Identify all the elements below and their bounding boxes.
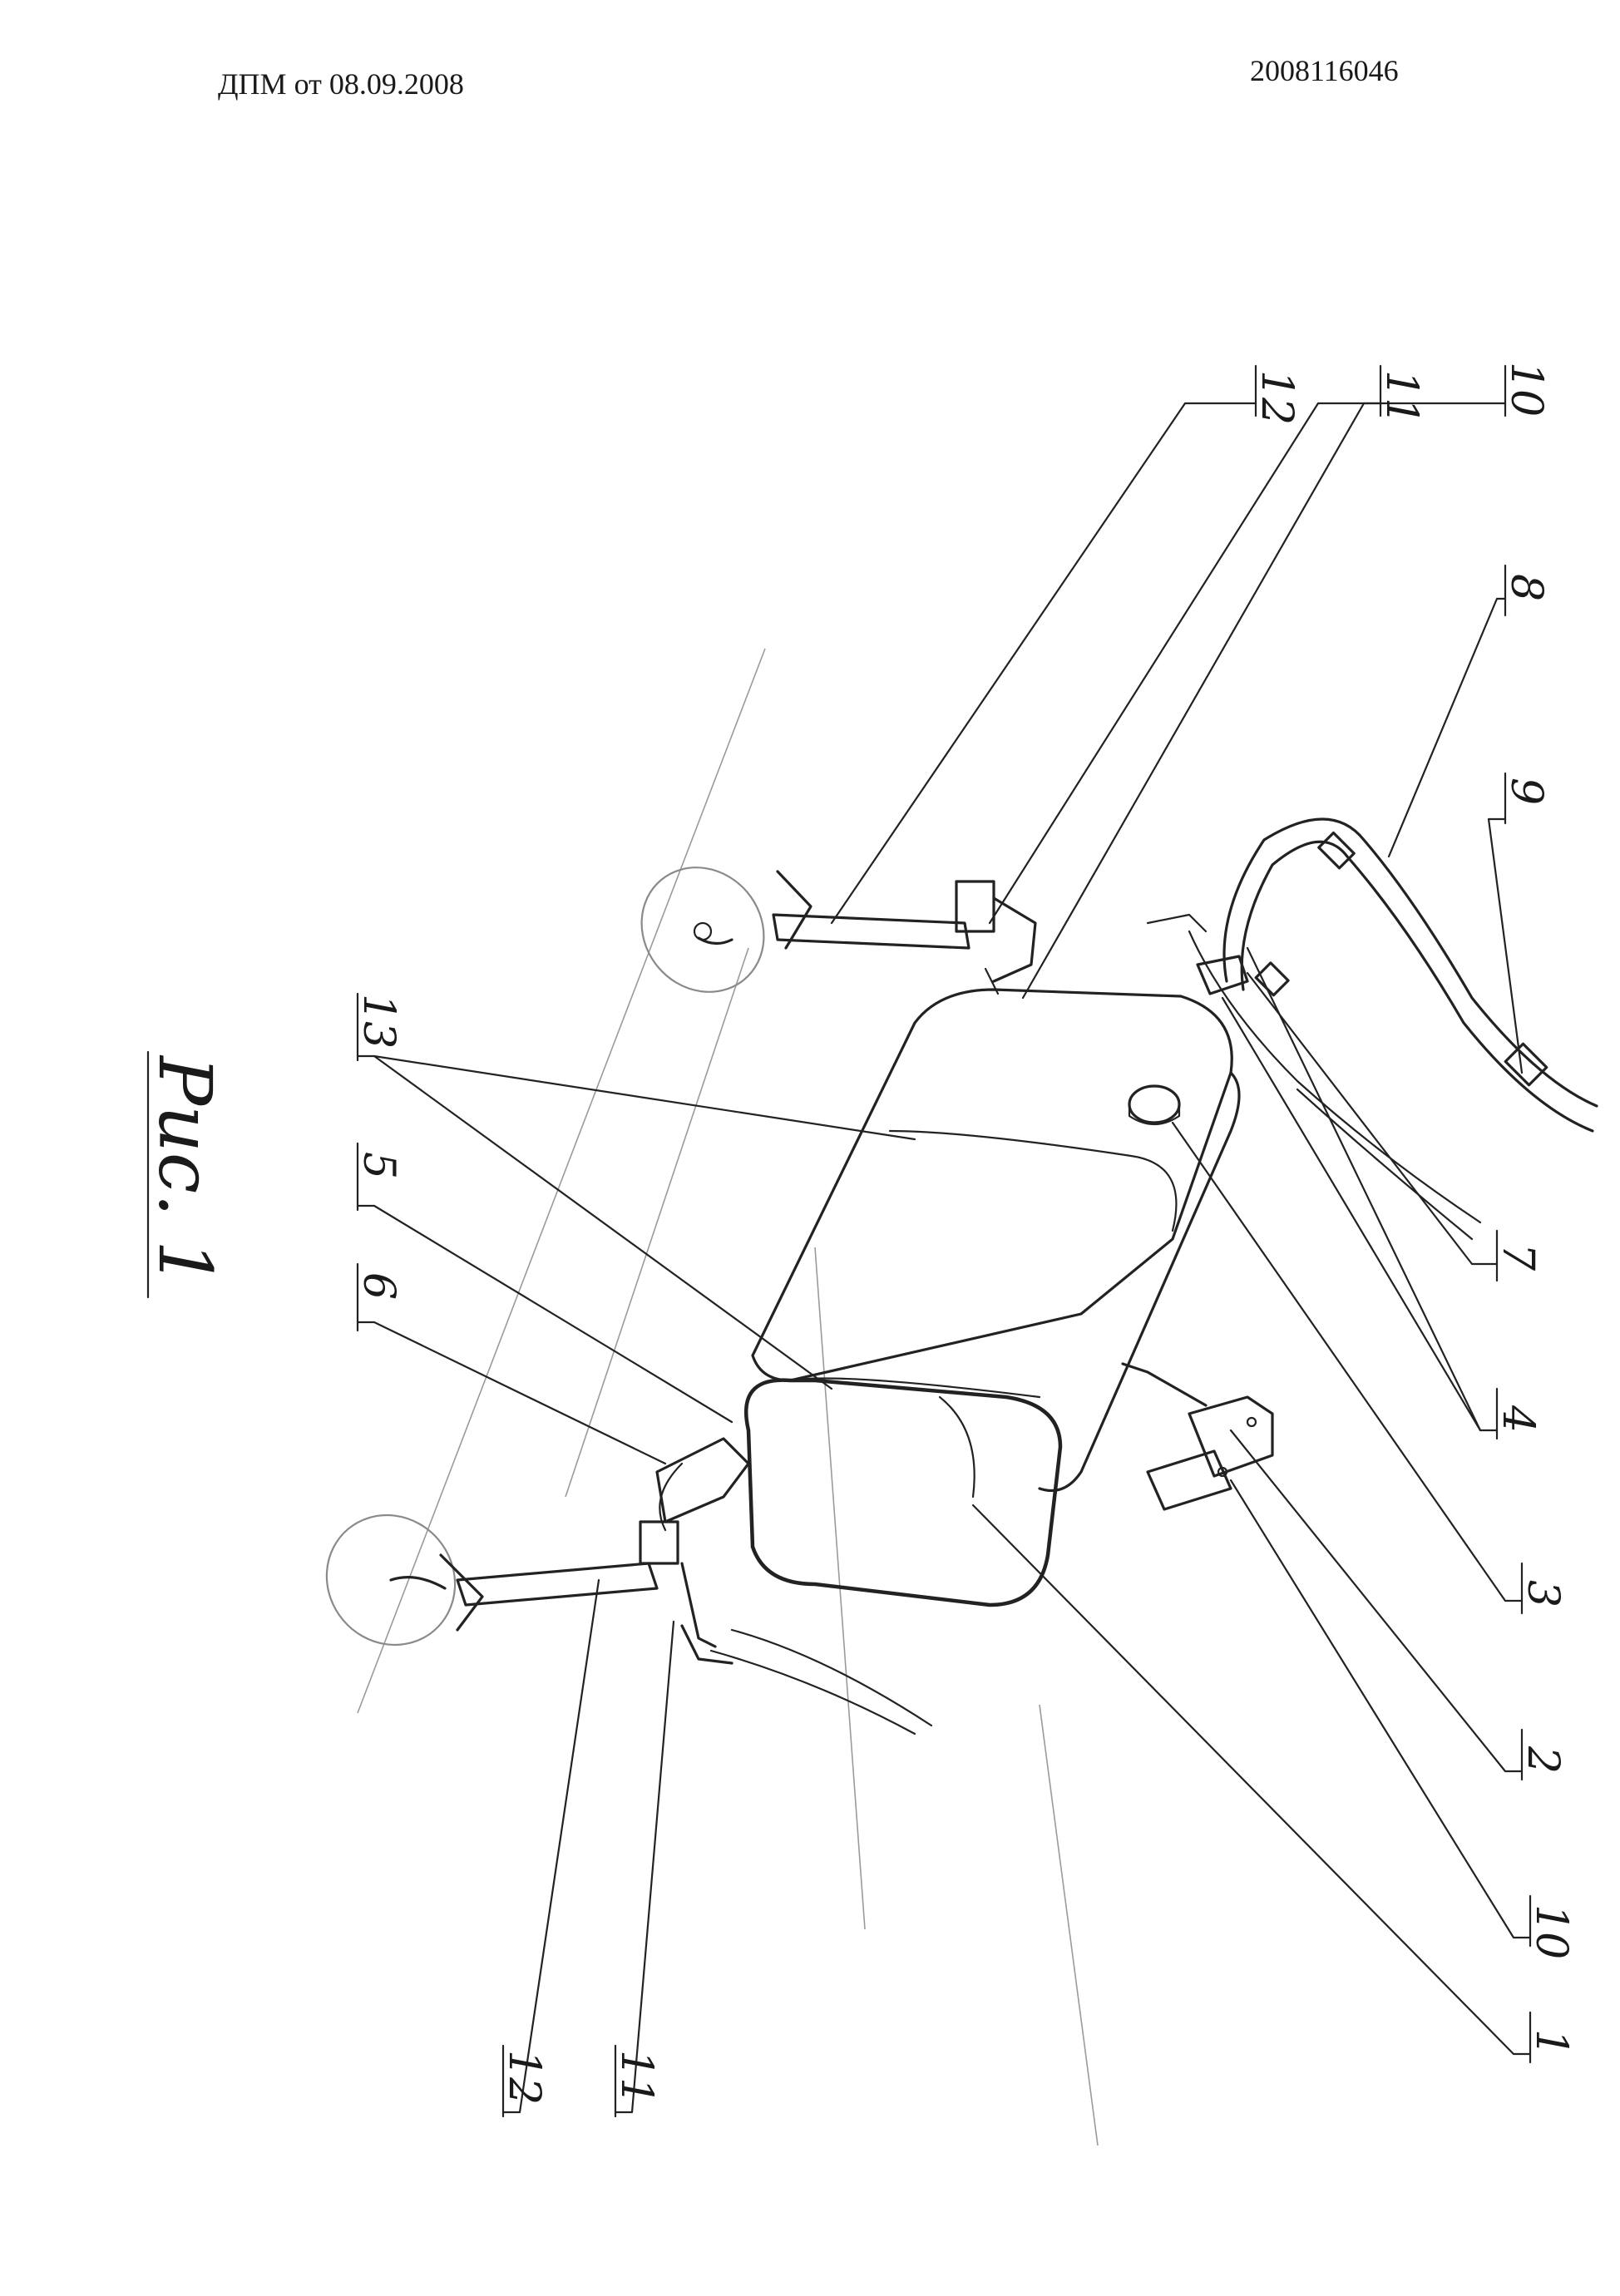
callout-13: 13: [353, 994, 403, 1049]
hose-assembly: [1146, 817, 1598, 1241]
callout-11-bottom: 11: [611, 2050, 661, 2105]
figure-title: Рис. 1: [142, 1054, 228, 1286]
rear-wheel-assembly: [640, 867, 1037, 995]
leader-lines: [356, 364, 1532, 2118]
callout-12-bottom: 12: [499, 2050, 549, 2105]
callout-4: 4: [1493, 1405, 1543, 1433]
callout-11-top: 11: [1376, 370, 1426, 425]
front-wheel-assembly: [325, 1513, 933, 1736]
main-tank: [743, 988, 1241, 1607]
callout-8: 8: [1501, 574, 1551, 601]
callout-3: 3: [1518, 1580, 1568, 1607]
callout-12-top: 12: [1252, 370, 1301, 425]
callout-labels: 10 11 12 8 9 7 4 3 2 10 1 13 5 6 11 12: [353, 362, 1576, 2105]
callout-9: 9: [1501, 778, 1551, 805]
application-number: 2008116046: [1250, 54, 1399, 87]
document-reference: ДПМ от 08.09.2008: [218, 67, 464, 101]
callout-7: 7: [1493, 1243, 1543, 1271]
callout-10-top: 10: [1501, 362, 1551, 417]
coupling-plate: [1121, 1362, 1274, 1511]
callout-10-bottom: 10: [1526, 1904, 1576, 1959]
figure-title-group: Рис. 1: [142, 1050, 228, 1299]
tow-arm: [655, 1437, 750, 1532]
callout-5: 5: [353, 1152, 403, 1179]
callout-2: 2: [1518, 1745, 1568, 1774]
callout-6: 6: [353, 1272, 403, 1300]
callout-1: 1: [1526, 2029, 1576, 2057]
